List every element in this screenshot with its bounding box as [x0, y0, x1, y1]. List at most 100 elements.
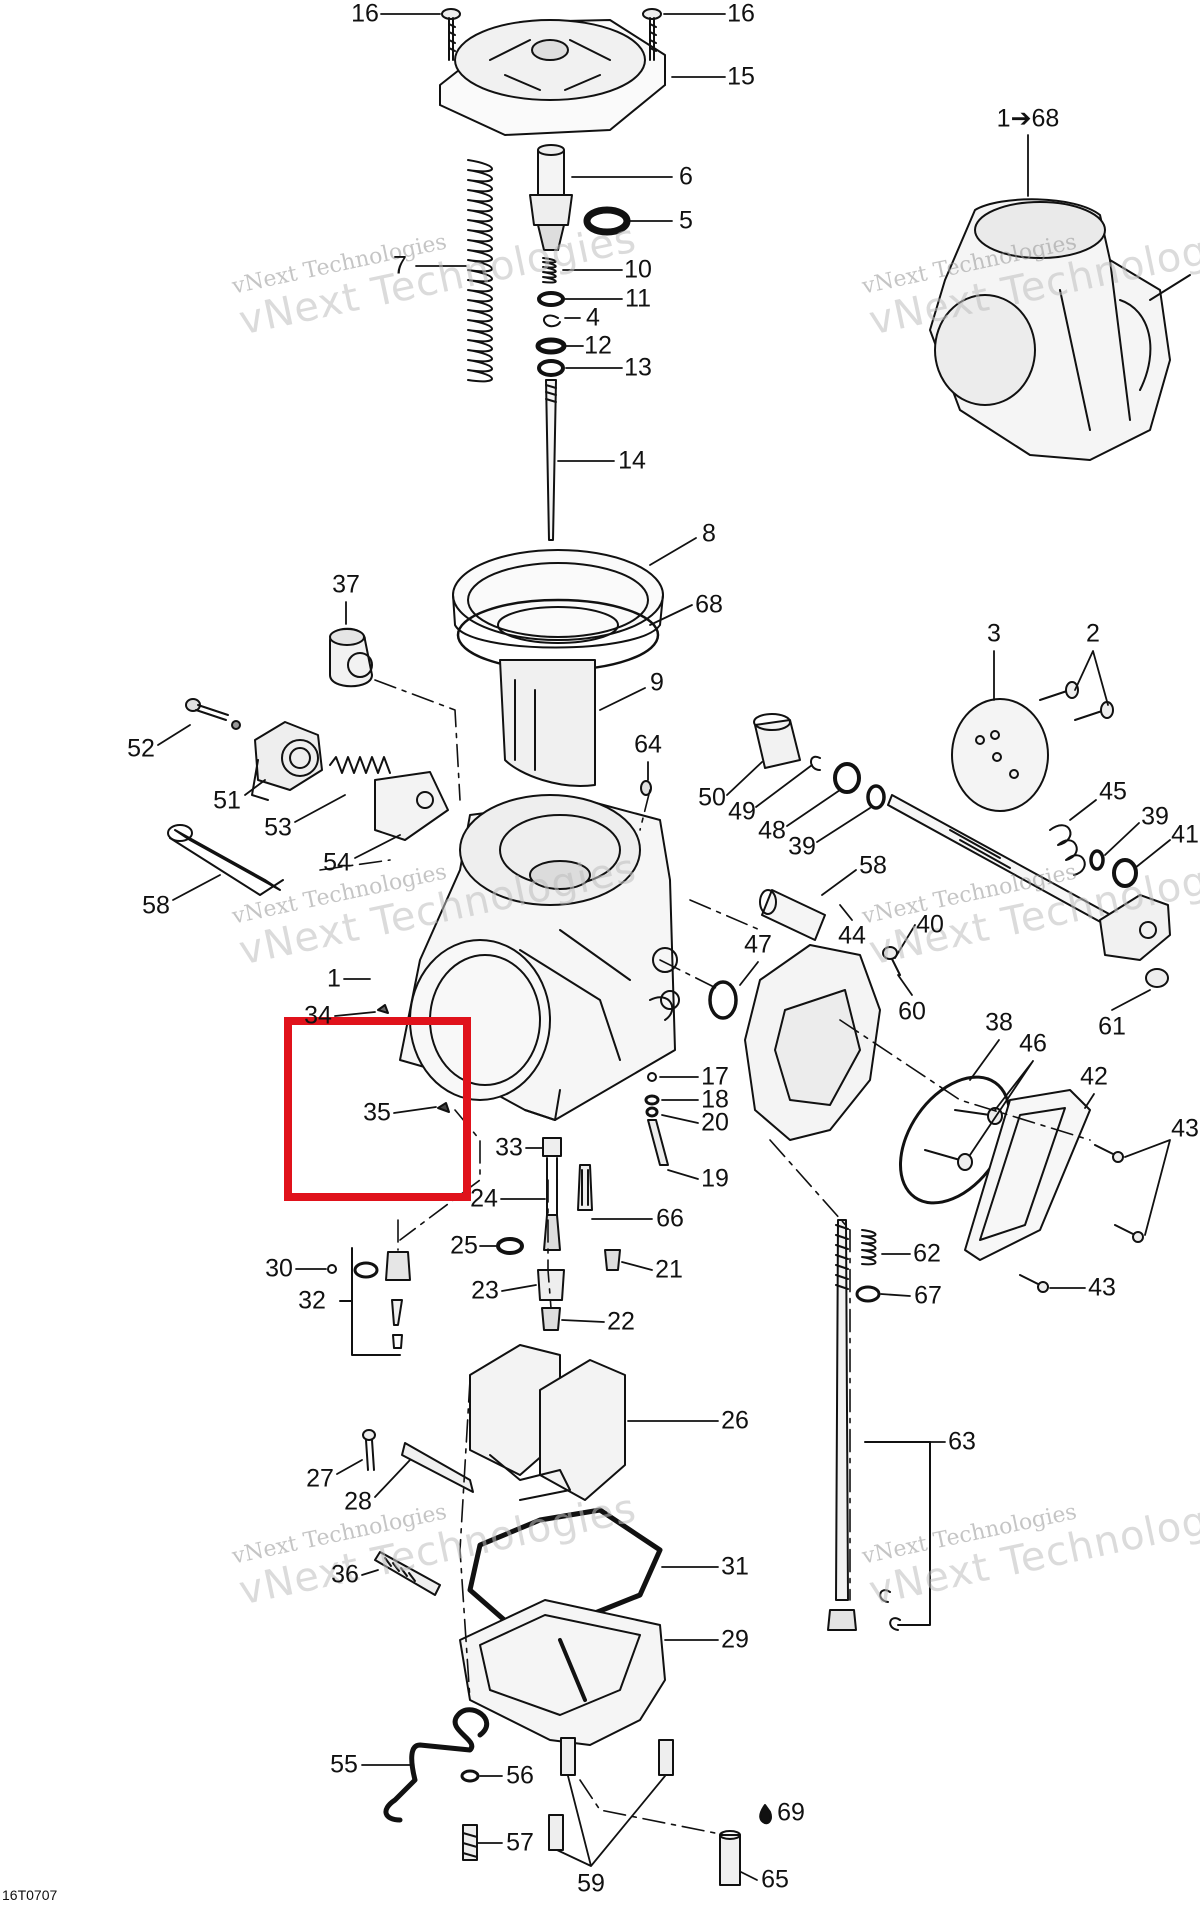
- part-label-56: 56: [506, 1761, 534, 1790]
- screw-52: [185, 698, 241, 730]
- part-label-16a: 16: [351, 0, 379, 28]
- screw-16-left: [441, 8, 461, 61]
- washer-56: [460, 1769, 480, 1783]
- jet-35: [437, 1102, 450, 1113]
- plate-3: [951, 698, 1049, 812]
- part-label-40: 40: [916, 910, 944, 939]
- part-label-20: 20: [701, 1108, 729, 1137]
- screws-2: [1039, 681, 1114, 721]
- washer-11: [537, 291, 565, 307]
- screw-64: [640, 780, 652, 796]
- part-label-52: 52: [127, 734, 155, 763]
- part-label-58b: 58: [142, 891, 170, 920]
- part-label-60: 60: [898, 997, 926, 1026]
- plate-54: [374, 771, 449, 841]
- o-ring-39-left: [866, 784, 886, 810]
- part-label-46: 46: [1019, 1029, 1047, 1058]
- screw-27: [362, 1429, 376, 1471]
- top-cover: [439, 19, 666, 136]
- clips-63: [879, 1589, 901, 1631]
- cap-37: [329, 627, 373, 688]
- part-label-67: 67: [914, 1281, 942, 1310]
- main-jet-22: [541, 1307, 561, 1331]
- part-label-2: 2: [1086, 619, 1100, 648]
- part-label-30: 30: [265, 1254, 293, 1283]
- spring-7: [467, 159, 493, 383]
- clip-4: [542, 314, 561, 328]
- hose-55: [383, 1707, 490, 1823]
- diaphragm-8: [452, 549, 664, 649]
- jet-stack-17-20: [644, 1072, 669, 1166]
- tube-58-left: [167, 824, 284, 896]
- tube-58-right: [759, 889, 826, 941]
- part-label-59: 59: [577, 1869, 605, 1898]
- drop-69-icon: [759, 1804, 772, 1825]
- needle-14: [545, 379, 557, 541]
- screw-36: [374, 1551, 441, 1596]
- part-label-51: 51: [213, 786, 241, 815]
- part-label-28: 28: [344, 1487, 372, 1516]
- assembled-carburetor-thumbnail: [929, 198, 1191, 461]
- o-ring-39-right: [1089, 849, 1105, 871]
- part-label-32: 32: [298, 1286, 326, 1315]
- cover-44: [744, 944, 881, 1141]
- part-label-48: 48: [758, 816, 786, 845]
- cap-61: [1145, 968, 1169, 988]
- bushing-50: [753, 713, 801, 769]
- o-ring-5: [583, 206, 631, 236]
- part-label-22: 22: [607, 1307, 635, 1336]
- part-label-65: 65: [761, 1865, 789, 1894]
- bracket-32: [339, 1247, 401, 1356]
- part-label-58a: 58: [859, 851, 887, 880]
- part-label-14: 14: [618, 446, 646, 475]
- screws-46: [924, 1107, 1003, 1171]
- emulsion-tube-24: [543, 1214, 561, 1251]
- washer-48: [833, 762, 861, 794]
- part-label-62: 62: [913, 1239, 941, 1268]
- spring-62: [861, 1229, 877, 1266]
- part-label-3: 3: [987, 619, 1001, 648]
- part-label-39b: 39: [788, 832, 816, 861]
- jet-21: [604, 1249, 621, 1271]
- screw-34: [377, 1004, 389, 1014]
- part-label-4: 4: [586, 303, 600, 332]
- part-label-36: 36: [331, 1560, 359, 1589]
- part-label-1to68: 1➔68: [996, 104, 1060, 133]
- part-label-8: 8: [702, 519, 716, 548]
- part-label-1: 1: [327, 964, 341, 993]
- washer-13: [537, 359, 565, 377]
- highlight-box: [284, 1017, 471, 1201]
- washer-41: [1112, 858, 1138, 888]
- part-label-19: 19: [701, 1164, 729, 1193]
- bracket-63: [864, 1441, 931, 1626]
- part-label-49: 49: [728, 797, 756, 826]
- part-label-41: 41: [1171, 820, 1199, 849]
- part-label-44: 44: [838, 921, 866, 950]
- lever-40: [1099, 894, 1171, 961]
- part-label-25: 25: [450, 1231, 478, 1260]
- o-ring-25: [496, 1237, 524, 1255]
- part-label-63: 63: [948, 1427, 976, 1456]
- float-bowl-29: [459, 1599, 666, 1746]
- slide-9: [499, 659, 596, 787]
- part-label-5: 5: [679, 206, 693, 235]
- clip-49: [810, 755, 821, 771]
- part-label-18: 18: [701, 1085, 729, 1114]
- part-label-38: 38: [985, 1008, 1013, 1037]
- float-26: [469, 1344, 626, 1501]
- part-label-10: 10: [624, 255, 652, 284]
- part-label-54: 54: [323, 848, 351, 877]
- o-ring-47: [708, 980, 738, 1020]
- part-label-53: 53: [264, 813, 292, 842]
- part-label-39a: 39: [1141, 802, 1169, 831]
- part-label-55: 55: [330, 1750, 358, 1779]
- cover-42: [964, 1089, 1091, 1261]
- part-label-37: 37: [332, 570, 360, 599]
- clip-30: [327, 1264, 337, 1274]
- part-label-23: 23: [471, 1276, 499, 1305]
- part-label-42: 42: [1080, 1062, 1108, 1091]
- part-label-35: 35: [363, 1098, 391, 1127]
- part-label-15: 15: [727, 62, 755, 91]
